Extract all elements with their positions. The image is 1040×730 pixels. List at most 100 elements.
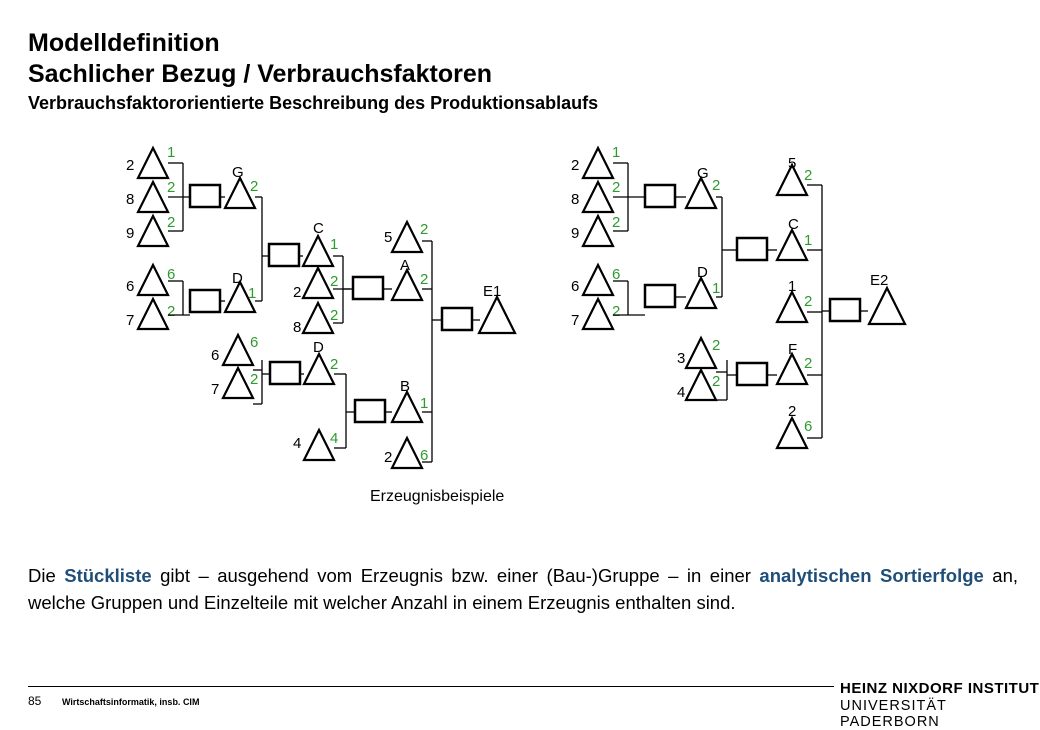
part-triangle	[223, 175, 257, 210]
part-triangle	[136, 296, 170, 331]
quantity-label: 2	[167, 179, 175, 196]
quantity-label: 2	[330, 307, 338, 324]
quantity-label: 1	[612, 144, 620, 161]
part-triangle	[223, 279, 257, 314]
part-label: F	[788, 341, 797, 358]
quantity-label: 1	[420, 395, 428, 412]
part-label: 6	[571, 278, 579, 295]
part-label: C	[313, 220, 324, 237]
part-triangle	[390, 219, 424, 254]
institute-name: HEINZ NIXDORF INSTITUT	[840, 680, 1040, 697]
part-triangle	[302, 351, 336, 386]
part-triangle	[775, 227, 809, 262]
footer-divider	[28, 686, 834, 687]
part-label: 5	[788, 155, 796, 172]
operation-box	[735, 236, 769, 262]
part-label: 2	[126, 157, 134, 174]
operation-box	[643, 283, 677, 309]
part-triangle	[581, 179, 615, 214]
part-triangle	[136, 262, 170, 297]
quantity-label: 1	[712, 280, 720, 297]
part-triangle	[136, 145, 170, 180]
quantity-label: 2	[712, 337, 720, 354]
page-number: 85	[28, 694, 42, 708]
page-subsubtitle: Verbrauchsfaktororientierte Beschreibung…	[28, 93, 599, 113]
part-triangle	[775, 162, 809, 197]
part-triangle	[867, 285, 907, 326]
part-triangle	[775, 351, 809, 386]
quantity-label: 2	[250, 178, 258, 195]
operation-box	[735, 361, 769, 387]
quantity-label: 2	[804, 355, 812, 372]
quantity-label: 6	[804, 418, 812, 435]
body-text-3: an, welche Gruppen und Einzelteile mit w…	[28, 565, 1019, 613]
quantity-label: 6	[250, 334, 258, 351]
quantity-label: 2	[330, 356, 338, 373]
part-triangle	[136, 179, 170, 214]
part-label: 6	[211, 347, 219, 364]
quantity-label: 2	[712, 373, 720, 390]
quantity-label: 2	[420, 271, 428, 288]
quantity-label: 2	[330, 273, 338, 290]
quantity-label: 2	[612, 214, 620, 231]
quantity-label: 1	[248, 285, 256, 302]
university-name: UNIVERSITÄT PADERBORN	[840, 698, 947, 730]
part-label: 6	[126, 278, 134, 295]
part-label: 8	[571, 191, 579, 208]
part-triangle	[775, 289, 809, 324]
part-triangle	[581, 145, 615, 180]
title-block: Modelldefinition Sachlicher Bezug / Verb…	[28, 28, 598, 116]
part-triangle	[477, 294, 517, 335]
part-label: 4	[293, 435, 301, 452]
quantity-label: 2	[712, 177, 720, 194]
quantity-label: 2	[250, 371, 258, 388]
operation-box	[353, 398, 387, 424]
part-triangle	[221, 365, 255, 400]
part-triangle	[301, 265, 335, 300]
body-paragraph: Die Stückliste gibt – ausgehend vom Erze…	[28, 563, 1018, 616]
quantity-label: 2	[804, 167, 812, 184]
part-triangle	[136, 213, 170, 248]
operation-box	[828, 297, 862, 323]
part-label: 9	[571, 225, 579, 242]
part-label: 3	[677, 350, 685, 367]
diagram-caption: Erzeugnisbeispiele	[370, 488, 505, 505]
operation-box	[268, 360, 302, 386]
part-label: G	[697, 165, 709, 182]
part-label: 1	[788, 278, 796, 295]
operation-box	[351, 275, 385, 301]
part-triangle	[684, 275, 718, 310]
part-triangle	[301, 233, 335, 268]
part-label: C	[788, 216, 799, 233]
quantity-label: 2	[612, 303, 620, 320]
part-triangle	[581, 262, 615, 297]
quantity-label: 2	[420, 221, 428, 238]
quantity-label: 1	[330, 236, 338, 253]
part-triangle	[775, 415, 809, 450]
part-label: B	[400, 378, 410, 395]
footer-text: Wirtschaftsinformatik, insb. CIM	[62, 697, 200, 707]
part-label: D	[232, 270, 243, 287]
page-title: Modelldefinition	[28, 29, 220, 57]
quantity-label: 2	[804, 293, 812, 310]
operation-box	[643, 183, 677, 209]
quantity-label: 1	[804, 232, 812, 249]
part-label: G	[232, 164, 244, 181]
operation-box	[440, 306, 474, 332]
quantity-label: 6	[420, 447, 428, 464]
operation-box	[267, 242, 301, 268]
part-label: 5	[384, 229, 392, 246]
quantity-label: 4	[330, 430, 338, 447]
part-label: D	[313, 339, 324, 356]
part-label: 2	[293, 284, 301, 301]
part-label: 9	[126, 225, 134, 242]
part-label: 7	[211, 381, 219, 398]
operation-box	[188, 288, 222, 314]
part-label: 7	[126, 312, 134, 329]
part-label: 8	[126, 191, 134, 208]
part-label: E1	[483, 283, 501, 300]
operation-box	[188, 183, 222, 209]
part-label: 2	[788, 403, 796, 420]
highlight-sortierfolge: analytischen Sortierfolge	[759, 565, 984, 586]
